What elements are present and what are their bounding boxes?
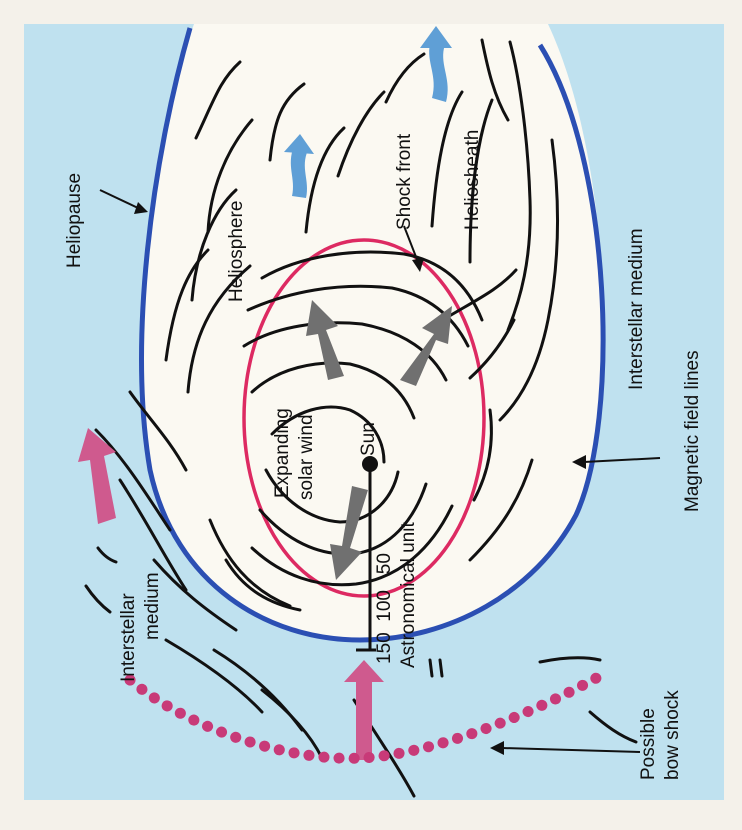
label-possible: Possible <box>638 708 659 780</box>
field-line <box>440 660 442 676</box>
label-medium-left: medium <box>142 572 163 640</box>
label-shock-front: Shock front <box>394 133 415 230</box>
label-magnetic-field-lines: Magnetic field lines <box>682 350 703 512</box>
label-solar-wind: solar wind <box>296 414 317 500</box>
label-bow-shock: bow shock <box>662 690 683 780</box>
label-interstellar-medium-right: Interstellar medium <box>626 228 647 390</box>
label-heliosphere: Heliosphere <box>226 201 247 302</box>
label-expanding: Expanding <box>272 408 293 498</box>
label-heliopause: Heliopause <box>64 173 85 268</box>
label-interstellar-left: Interstellar <box>118 593 139 682</box>
label-heliosheath: Heliosheath <box>462 130 483 230</box>
label-astronomical-unit: Astronomical unit <box>398 522 419 668</box>
label-scale-ticks: 150 100 50 <box>374 553 395 664</box>
field-line <box>430 660 432 676</box>
label-sun: Sun <box>358 422 379 456</box>
